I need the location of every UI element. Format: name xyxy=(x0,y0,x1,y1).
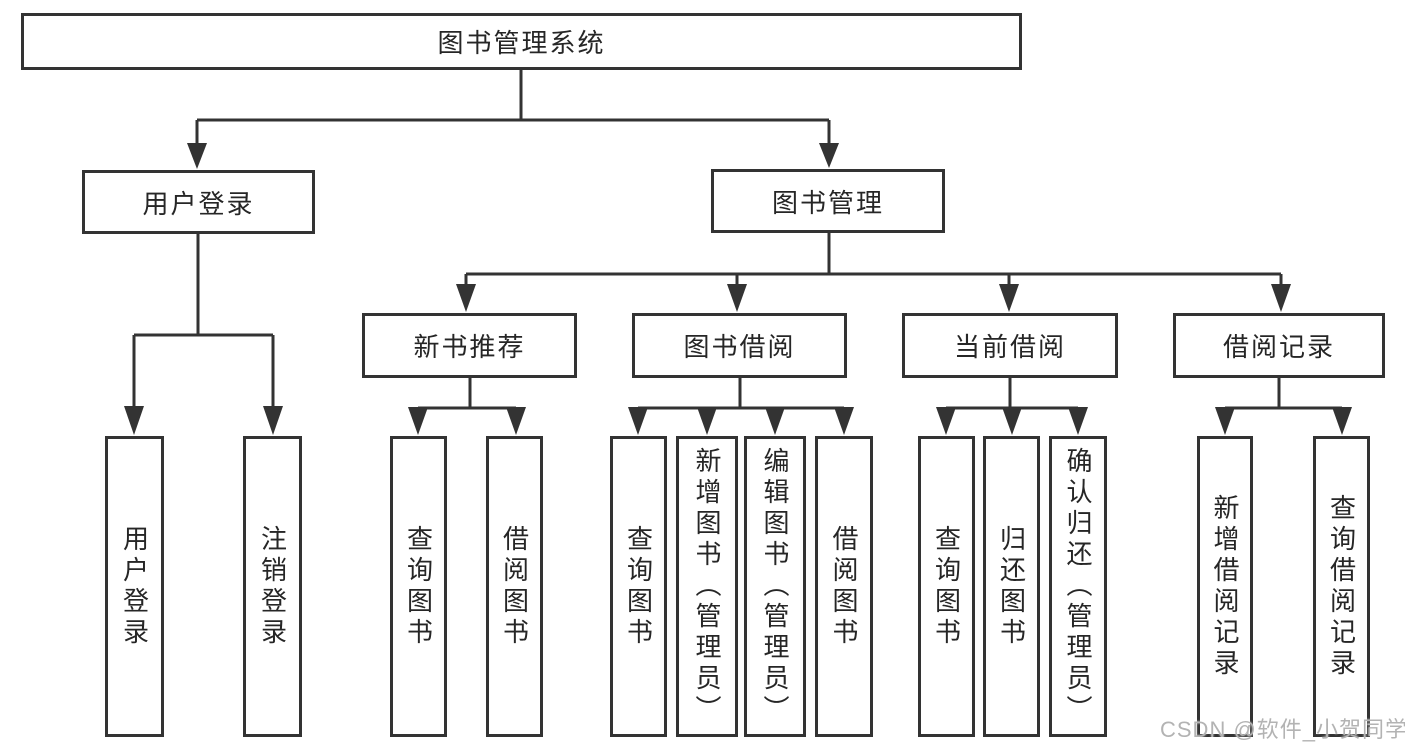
node-borrow-records: 借阅记录 xyxy=(1173,313,1385,378)
leaf-user-login: 用户登录 xyxy=(105,436,164,737)
csdn-watermark: CSDN @软件_小贺同学 xyxy=(1160,717,1405,742)
node-book-borrow: 图书借阅 xyxy=(632,313,847,378)
connector-borrowrecords-to-leaves xyxy=(1225,378,1342,410)
connector-newbookrec-to-leaves xyxy=(418,378,516,410)
leaf-add-borrow-record: 新增借阅记录 xyxy=(1197,436,1253,737)
node-label: 借阅图书 xyxy=(829,524,859,649)
node-label: 查询图书 xyxy=(623,524,654,649)
leaf-logout: 注销登录 xyxy=(243,436,302,737)
node-label: 用户登录 xyxy=(142,188,255,219)
node-book-management: 图书管理 xyxy=(711,169,945,233)
node-label: 确认归还（管理员） xyxy=(1063,447,1093,726)
node-label: 图书管理 xyxy=(771,187,884,218)
connector-root-to-level2 xyxy=(195,70,831,148)
leaf-query-borrow-record: 查询借阅记录 xyxy=(1313,436,1370,737)
node-label: 用户登录 xyxy=(119,524,150,649)
node-label: 图书借阅 xyxy=(683,332,796,362)
arrowheads xyxy=(124,143,1352,435)
node-label: 归还图书 xyxy=(996,524,1027,649)
node-label: 查询图书 xyxy=(931,524,962,649)
node-label: 查询图书 xyxy=(403,524,434,649)
leaf-borrow-books: 借阅图书 xyxy=(815,436,873,737)
leaf-borrow-query-books: 查询图书 xyxy=(610,436,667,737)
node-label: 注销登录 xyxy=(257,524,288,649)
node-label: 新增图书（管理员） xyxy=(692,447,722,726)
leaf-edit-books-admin: 编辑图书（管理员） xyxy=(744,436,806,737)
node-label: 编辑图书（管理员） xyxy=(760,447,790,726)
leaf-recommend-query-books: 查询图书 xyxy=(390,436,447,737)
node-label: 新增借阅记录 xyxy=(1210,493,1240,680)
node-label: 新书推荐 xyxy=(413,332,526,362)
connector-userlogin-to-leaves xyxy=(132,234,275,410)
node-label: 查询借阅记录 xyxy=(1326,493,1357,680)
connector-bookmgmt-to-level3 xyxy=(464,233,1283,288)
leaf-add-books-admin: 新增图书（管理员） xyxy=(676,436,738,737)
connector-currentborrow-to-leaves xyxy=(946,378,1078,410)
node-new-book-recommend: 新书推荐 xyxy=(362,313,577,378)
connector-bookborrow-to-leaves xyxy=(638,378,844,410)
node-label: 借阅图书 xyxy=(499,524,530,649)
node-label: 当前借阅 xyxy=(953,332,1066,362)
node-user-login: 用户登录 xyxy=(82,170,315,234)
leaf-recommend-borrow-books: 借阅图书 xyxy=(486,436,543,737)
leaf-current-query-books: 查询图书 xyxy=(918,436,975,737)
node-current-borrow: 当前借阅 xyxy=(902,313,1118,378)
leaf-confirm-return-admin: 确认归还（管理员） xyxy=(1049,436,1107,737)
node-label: 借阅记录 xyxy=(1222,332,1335,362)
node-label: 图书管理系统 xyxy=(437,28,606,58)
node-root-system: 图书管理系统 xyxy=(21,13,1022,70)
leaf-return-books: 归还图书 xyxy=(983,436,1040,737)
